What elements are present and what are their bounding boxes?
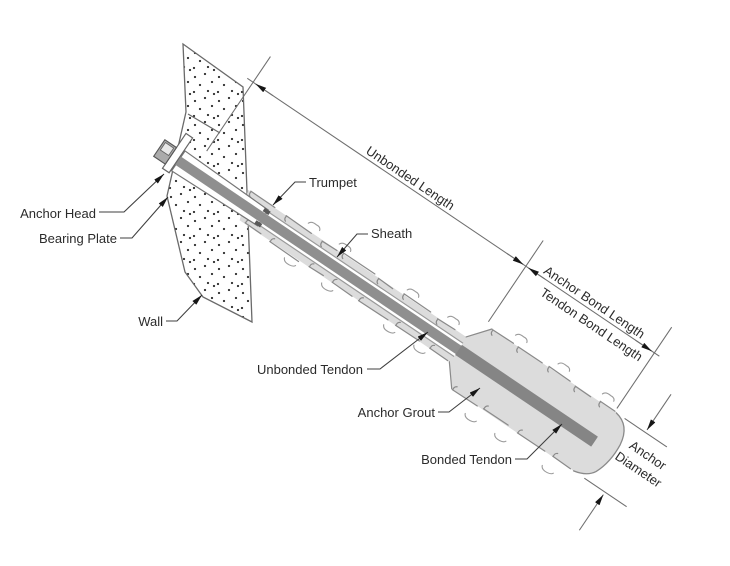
trumpet-end-seal-bottom bbox=[254, 220, 263, 228]
dim-arrow-unbonded-end bbox=[506, 252, 524, 265]
extension-line-anchor-head bbox=[206, 56, 271, 152]
unbonded-tendon-leader bbox=[367, 331, 429, 370]
anchor-grout-label: Anchor Grout bbox=[358, 405, 436, 420]
jagged-edge-segment bbox=[307, 221, 460, 326]
wall-leader bbox=[166, 294, 203, 322]
anchor-head-label: Anchor Head bbox=[20, 206, 96, 221]
unbonded-length-label: Unbonded Length bbox=[363, 143, 457, 213]
bearing-plate-leader bbox=[120, 196, 169, 239]
bonded-tendon-bar bbox=[455, 344, 598, 447]
extension-line-diameter-top bbox=[624, 418, 668, 448]
dimension-chain-line bbox=[247, 77, 660, 357]
unbonded-tendon-label: Unbonded Tendon bbox=[257, 362, 363, 377]
dim-arrow-unbonded-start bbox=[255, 83, 274, 97]
wall-label: Wall bbox=[138, 314, 163, 329]
dimension-lines bbox=[206, 56, 673, 531]
leader-lines bbox=[99, 173, 563, 460]
jagged-edge-segment bbox=[451, 386, 572, 470]
jagged-edge-segment bbox=[448, 361, 453, 390]
trumpet-end-seal-top bbox=[262, 207, 271, 216]
bonded-tendon-leader bbox=[515, 423, 563, 460]
dim-arrow-bond-start bbox=[528, 267, 546, 280]
grout-jagged-edges bbox=[244, 190, 625, 475]
jagged-edge-segment bbox=[283, 257, 426, 354]
jagged-edge-segment bbox=[464, 412, 554, 475]
anchor-head-nut bbox=[159, 141, 175, 157]
sheath-leader bbox=[336, 233, 368, 258]
trumpet-leader bbox=[272, 181, 306, 206]
wall-step-ledge bbox=[187, 113, 221, 134]
dim-arrow-diameter-bottom bbox=[578, 494, 604, 531]
extension-line-anchor-end bbox=[616, 326, 673, 409]
jagged-edge-segment bbox=[490, 329, 616, 412]
jagged-edge-segment bbox=[244, 219, 449, 362]
sheath-label: Sheath bbox=[371, 226, 412, 241]
jagged-edge-segment bbox=[465, 328, 493, 338]
extension-line-diameter-bottom bbox=[584, 477, 627, 508]
dim-arrow-diameter-top bbox=[646, 394, 672, 431]
jagged-edge-segment bbox=[514, 333, 615, 402]
trumpet-label: Trumpet bbox=[309, 175, 357, 190]
extension-line-bond-start bbox=[487, 240, 544, 323]
jagged-edge-segment bbox=[572, 412, 625, 475]
dim-arrow-bond-end bbox=[634, 339, 653, 352]
anchor-head-leader bbox=[99, 173, 165, 213]
bearing-plate-label: Bearing Plate bbox=[39, 231, 117, 246]
bonded-tendon-label: Bonded Tendon bbox=[421, 452, 512, 467]
anchor-grout-leader bbox=[438, 387, 481, 413]
